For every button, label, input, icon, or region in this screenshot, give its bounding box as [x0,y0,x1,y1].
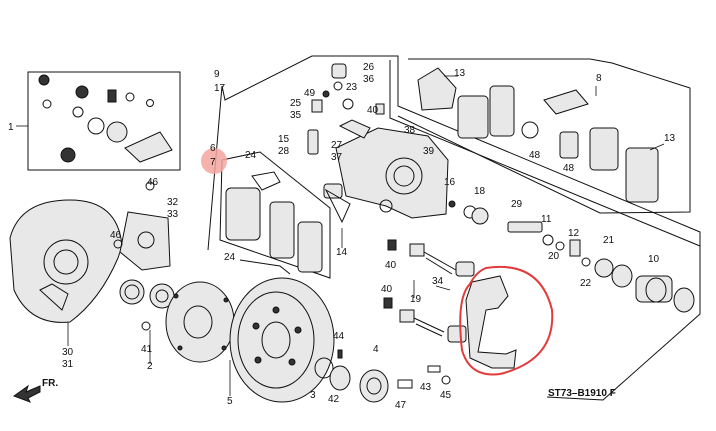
label-17: 17 [214,83,226,94]
label-24b: 24 [224,252,236,263]
bracket-highlight-outline [459,265,554,376]
label-32: 32 [167,197,179,208]
label-13b: 13 [664,133,676,144]
label-27: 27 [331,140,343,151]
label-34: 34 [432,276,444,287]
label-49: 49 [304,88,316,99]
label-18: 18 [474,186,486,197]
caliper-bracket [459,265,554,376]
label-4: 4 [373,344,379,355]
bleeder-parts [307,63,385,155]
label-5: 5 [227,396,233,407]
label-16: 16 [444,177,456,188]
label-37: 37 [331,152,343,163]
label-43: 43 [420,382,432,393]
label-19: 19 [410,294,422,305]
label-41: 41 [141,344,153,355]
part-labels: 2 3 4 5 8 9 10 11 12 13 13 14 15 16 17 1… [62,62,676,411]
label-35: 35 [290,110,302,121]
highlight-badge: 6 7 [201,143,227,174]
label-28: 28 [278,146,290,157]
label-33: 33 [167,209,179,220]
label-36: 36 [363,74,375,85]
label-14: 14 [336,247,348,258]
label-20: 20 [548,251,560,262]
label-25: 25 [290,98,302,109]
label-29: 29 [511,199,523,210]
label-8: 8 [596,73,602,84]
label-22: 22 [580,278,592,289]
slide-pins [383,200,543,343]
label-9: 9 [214,69,220,80]
label-11: 11 [541,214,552,225]
label-3: 3 [310,390,316,401]
label-12: 12 [568,228,580,239]
brake-pads [219,151,351,279]
label-45: 45 [440,390,452,401]
hub-bearing [119,279,235,363]
direction-label: FR. [42,378,58,389]
label-21: 21 [603,235,615,246]
label-38: 38 [404,125,416,136]
label-44: 44 [333,331,345,342]
brake-disc [229,277,335,403]
seal-kit-box [27,71,181,171]
label-42: 42 [328,394,340,405]
label-40b: 40 [385,260,397,271]
pad-shim-box [397,58,691,214]
label-13a: 13 [454,68,466,79]
label-23: 23 [346,82,358,93]
label-40c: 40 [381,284,393,295]
label-48a: 48 [529,150,541,161]
piston-parts [542,234,695,313]
diagram-code: ST73–B1910 F [548,388,616,399]
label-30: 30 [62,347,74,358]
label-6: 6 [210,143,216,154]
label-7: 7 [210,157,216,168]
label-24a: 24 [245,150,257,161]
small-bottom-parts [113,181,451,403]
label-10: 10 [648,254,660,265]
backing-plate [119,211,171,271]
label-15: 15 [278,134,290,145]
dust-shield [9,199,123,323]
label-48b: 48 [563,163,575,174]
label-39: 39 [423,146,435,157]
caliper-body [323,98,449,219]
label-2: 2 [147,361,153,372]
label-47: 47 [395,400,407,411]
label-46a: 46 [147,177,159,188]
label-40a: 40 [367,105,379,116]
label-26: 26 [363,62,375,73]
label-31: 31 [62,359,74,370]
leader-lines [67,75,665,396]
label-46b: 46 [110,230,122,241]
label-1: 1 [8,122,14,133]
front-direction-arrow: FR. [12,378,58,403]
